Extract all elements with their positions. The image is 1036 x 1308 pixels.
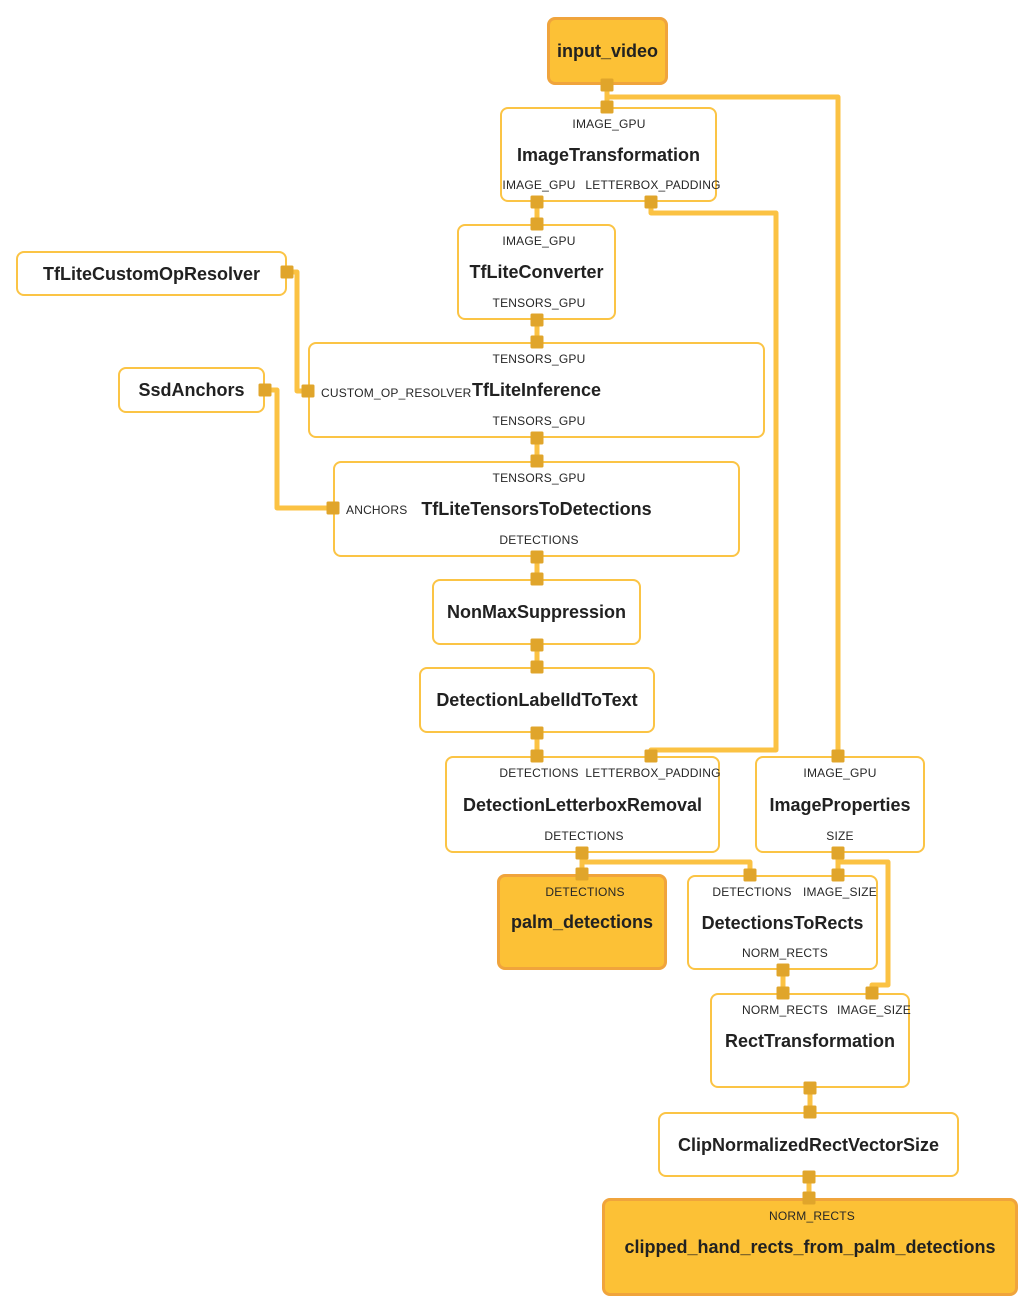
node-DetectionLabelIdToText[interactable]: DetectionLabelIdToText [419,667,655,733]
port-label-top: TENSORS_GPU [492,352,586,366]
port-label-bottom: NORM_RECTS [741,946,829,960]
node-palm_detections[interactable]: palm_detections DETECTIONS [497,874,667,970]
node-title: palm_detections [510,912,654,932]
port-label-top: IMAGE_GPU [502,234,576,248]
port-label-top: IMAGE_SIZE [836,1003,912,1017]
port-label-top: DETECTIONS [545,885,625,899]
port-label-bottom: DETECTIONS [499,533,579,547]
node-title: ClipNormalizedRectVectorSize [677,1134,940,1155]
node-SsdAnchors[interactable]: SsdAnchors [118,367,265,413]
port-label-top: IMAGE_SIZE [802,885,878,899]
port-label-top: DETECTIONS [499,766,579,780]
node-TfLiteTensorsToDetections[interactable]: TfLiteTensorsToDetections TENSORS_GPU DETE… [333,461,740,557]
node-title: ImageProperties [769,794,911,815]
node-clipped_hand_rects_from_palm_detections[interactable]: clipped_hand_rects_from_palm_detections N… [602,1198,1018,1296]
node-ImageProperties[interactable]: ImageProperties IMAGE_GPU SIZE [755,756,925,853]
port-label-bottom: IMAGE_GPU [502,178,576,192]
node-input_video[interactable]: input_video [547,17,668,85]
node-NonMaxSuppression[interactable]: NonMaxSuppression [432,579,641,645]
port-label-bottom: SIZE [826,829,854,843]
node-title: TfLiteTensorsToDetections [421,499,652,519]
port-label-top: IMAGE_GPU [803,766,877,780]
node-title: TfLiteCustomOpResolver [42,263,261,284]
port-label-top: DETECTIONS [712,885,792,899]
node-title: TfLiteConverter [469,262,604,282]
port-label-bottom: DETECTIONS [544,829,624,843]
port-label-top: TENSORS_GPU [492,471,586,485]
node-title: input_video [556,41,658,61]
port-label-top: NORM_RECTS [768,1209,856,1223]
port-label-bottom: TENSORS_GPU [492,296,586,310]
node-TfLiteConverter[interactable]: TfLiteConverter IMAGE_GPU TENSORS_GPU [457,224,616,320]
node-RectTransformation[interactable]: RectTransformation NORM_RECTS IMAGE_SIZE [710,993,912,1088]
node-title: DetectionLabelIdToText [436,690,638,710]
port-label-top: NORM_RECTS [741,1003,829,1017]
edge-TfLiteCustomOpResolver-to-TfLiteInference [287,269,308,394]
node-ClipNormalizedRectVectorSize[interactable]: ClipNormalizedRectVectorSize [658,1112,959,1177]
port-label-left: ANCHORS [346,503,408,517]
node-title: RectTransformation [724,1030,896,1051]
node-title: TfLiteInference [471,380,602,400]
node-DetectionsToRects[interactable]: DetectionsToRects DETECTIONS IMAGE_SIZE NOR… [687,875,878,970]
port-label-top: IMAGE_GPU [572,117,646,131]
node-title: ImageTransformation [516,144,701,165]
port-label-bottom: TENSORS_GPU [492,414,586,428]
node-title: NonMaxSuppression [446,602,627,622]
node-title: clipped_hand_rects_from_palm_detections [624,1237,996,1257]
port-label-bottom: LETTERBOX_PADDING [585,178,721,192]
node-title: DetectionLetterboxRemoval [462,794,703,815]
node-TfLiteCustomOpResolver[interactable]: TfLiteCustomOpResolver [16,251,287,296]
node-title: DetectionsToRects [701,912,864,933]
node-title: SsdAnchors [138,380,245,400]
port-label-top: LETTERBOX_PADDING [585,766,721,780]
port-label-left: CUSTOM_OP_RESOLVER [321,386,472,400]
